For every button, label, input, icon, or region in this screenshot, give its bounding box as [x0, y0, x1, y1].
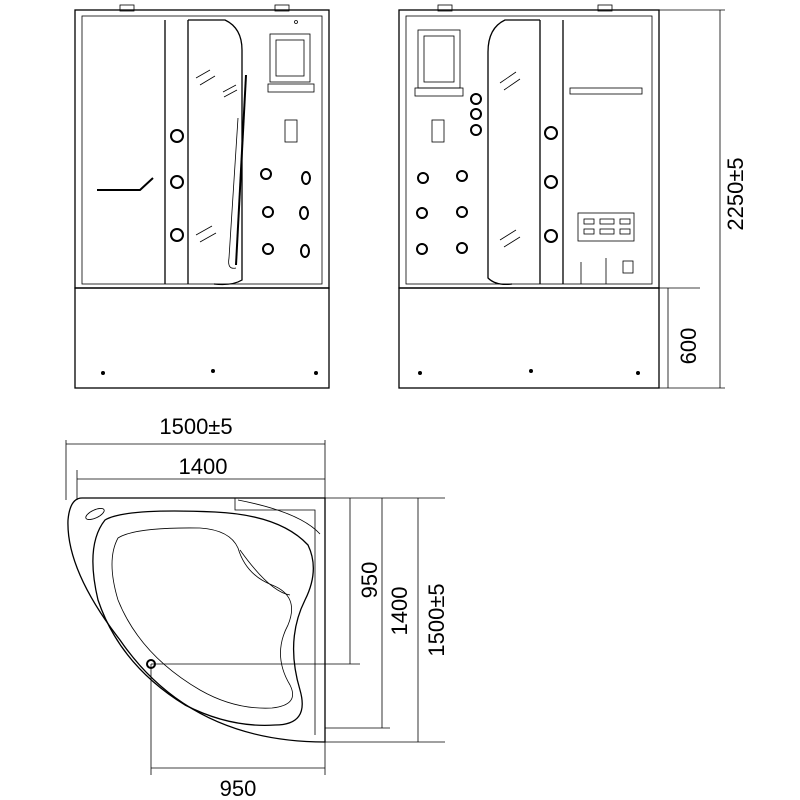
side-body-jet-1 [544, 126, 558, 140]
side-display-button-3 [619, 218, 631, 225]
plan-outer-outline [67, 497, 326, 743]
front-top-cap-left [119, 4, 135, 12]
plan-corner-diagonal [237, 499, 321, 535]
side-elevation-view [398, 4, 660, 389]
front-body-jet-1 [170, 129, 184, 143]
front-wall-jet-3 [262, 243, 274, 255]
side-glass-reflection-3 [499, 229, 517, 241]
side-tray-foot-1 [418, 371, 422, 375]
plan-corner-step [234, 498, 316, 560]
corner-radius-bottom-label: 950 [220, 776, 257, 800]
side-display-button-4 [583, 228, 595, 235]
side-control-display [577, 212, 635, 242]
front-tray-base [74, 287, 330, 389]
front-mirror-inner [275, 39, 305, 77]
side-mirror-inner [423, 35, 455, 83]
side-massage-jet-mid [470, 108, 482, 120]
front-control-panel [284, 119, 298, 143]
side-towel-rail [569, 87, 643, 95]
side-display-button-1 [583, 218, 595, 225]
side-display-button-6 [619, 228, 631, 235]
front-mirror-frame [269, 33, 311, 83]
front-shower-hose [228, 117, 239, 269]
side-tray-base [398, 287, 660, 389]
front-body-jet-2 [170, 175, 184, 189]
side-body-jet-3 [544, 229, 558, 243]
plan-seat-contour [239, 549, 291, 596]
front-tray-foot-2 [211, 369, 215, 373]
side-valve [622, 260, 634, 274]
height-dimensions [659, 9, 725, 389]
front-shower-head [222, 84, 238, 98]
front-wall-jet-5 [299, 206, 309, 220]
side-glass-reflection-2 [503, 78, 521, 91]
side-display-button-5 [599, 228, 615, 235]
side-cabin-inner-frame [405, 15, 653, 285]
side-tray-foot-2 [529, 369, 533, 373]
front-tray-foot-1 [101, 371, 105, 375]
side-display-button-2 [599, 218, 615, 225]
overall-width-label: 1500±5 [159, 414, 232, 439]
front-shower-rail [235, 74, 247, 266]
side-cabin-frame [398, 9, 660, 289]
front-shelf [267, 83, 315, 93]
front-top-cap-right [274, 4, 290, 12]
front-wall-jet-6 [300, 244, 310, 258]
plan-view [65, 440, 445, 775]
side-top-cap-left [437, 4, 453, 12]
front-top-light [294, 20, 298, 24]
side-wall-jet-4 [456, 170, 468, 182]
front-curved-glass-panel [188, 19, 243, 286]
side-massage-jet-low [470, 124, 482, 136]
front-wall-jet-2 [262, 206, 274, 218]
corner-radius-top-label: 950 [357, 562, 382, 599]
front-cabin-frame [74, 9, 330, 289]
tray-height-label: 600 [676, 328, 701, 365]
front-glass-reflection-2 [199, 75, 216, 86]
front-cabin-inner-frame [81, 15, 323, 285]
right-inner-depth-label: 1400 [387, 587, 412, 636]
front-tray-foot-3 [314, 371, 318, 375]
overall-depth-label: 1500±5 [424, 583, 449, 656]
side-body-jet-2 [544, 175, 558, 189]
side-control-panel [431, 119, 445, 143]
side-curved-glass-panel [487, 19, 540, 286]
side-glass-reflection-4 [503, 236, 521, 248]
side-massage-jet-top [470, 93, 482, 105]
total-height-label: 2250±5 [723, 157, 748, 230]
plan-basin-inner [111, 527, 294, 709]
side-wall-jet-3 [416, 243, 428, 255]
side-wall-jet-1 [417, 172, 429, 184]
front-glass-reflection-3 [195, 225, 213, 236]
front-glass-reflection-1 [195, 69, 211, 79]
side-tray-foot-3 [636, 371, 640, 375]
plan-overflow-fitting [85, 508, 105, 520]
plan-basin-outer [92, 510, 314, 726]
front-glass-reflection-4 [199, 232, 217, 243]
side-wall-jet-6 [456, 242, 468, 254]
side-wall-jet-5 [456, 206, 468, 218]
side-shelf [414, 87, 464, 97]
front-door-handle [97, 177, 154, 191]
side-wall-jet-2 [416, 207, 428, 219]
front-body-jet-3 [170, 228, 184, 242]
front-wall-jet-1 [260, 168, 272, 180]
front-elevation-view [74, 4, 330, 389]
inner-width-label: 1400 [179, 454, 228, 479]
side-top-cap-right [597, 4, 613, 12]
front-wall-jet-4 [301, 171, 311, 185]
side-glass-reflection-1 [499, 71, 517, 84]
side-pipe-fittings [580, 258, 607, 284]
